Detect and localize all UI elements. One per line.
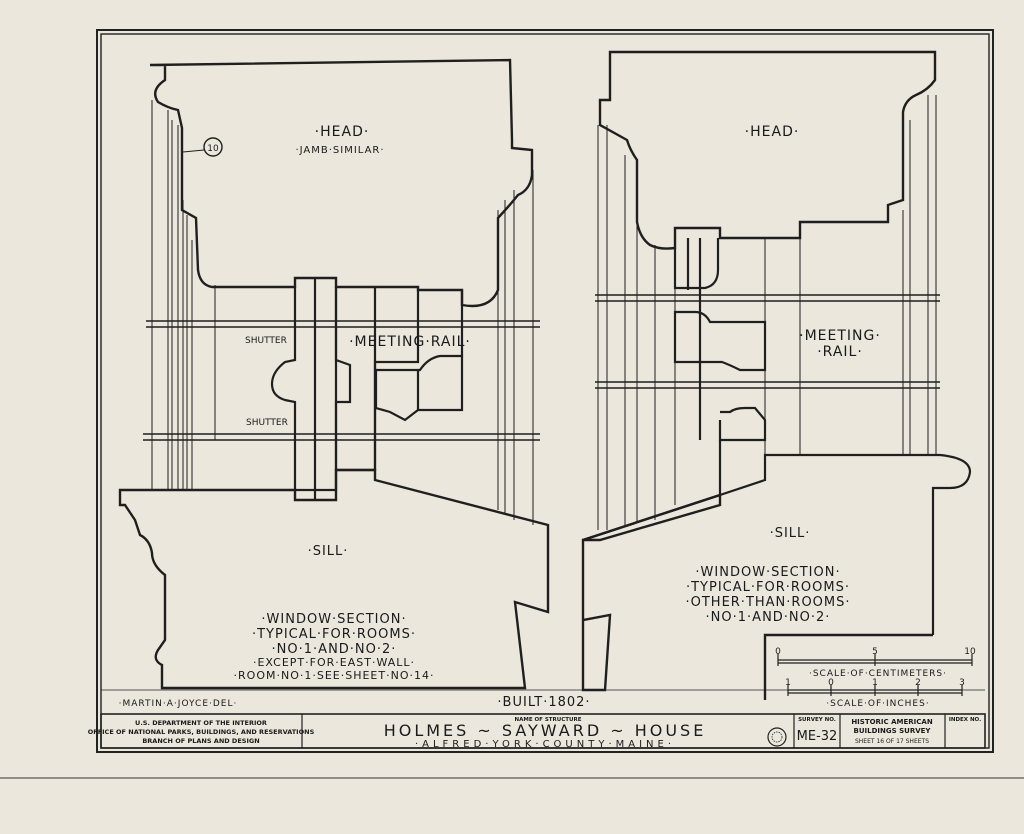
right-head-profile bbox=[598, 50, 937, 250]
left-sill-profile bbox=[118, 468, 550, 690]
agency-line: U.S. DEPARTMENT OF THE INTERIOR bbox=[135, 719, 267, 727]
cm-tick-5: 5 bbox=[872, 647, 878, 657]
detail-callout-circle bbox=[203, 137, 223, 157]
title-block: U.S. DEPARTMENT OF THE INTERIOR OFFICE O… bbox=[88, 713, 986, 750]
scale-bars: 0 5 10 ·SCALE·OF·CENTIMETERS· 1 0 1 2 3 … bbox=[775, 647, 976, 709]
index-no-caption: INDEX NO. bbox=[949, 717, 981, 723]
title-block-frame bbox=[100, 713, 986, 749]
right-sill-profile bbox=[581, 493, 722, 692]
right-note-line: ·WINDOW·SECTION· bbox=[695, 565, 840, 580]
structure-name-caption: NAME OF STRUCTURE bbox=[514, 717, 581, 723]
left-window-section bbox=[118, 58, 550, 690]
left-head-label: ·HEAD· bbox=[315, 124, 370, 140]
right-rail-bars bbox=[595, 294, 940, 389]
right-sash-profile bbox=[673, 238, 972, 635]
survey-number: ME-32 bbox=[797, 729, 838, 744]
agency-line: OFFICE OF NATIONAL PARKS, BUILDINGS, AND… bbox=[88, 728, 315, 736]
right-rail-label: ·RAIL· bbox=[817, 344, 863, 360]
shutter-label-top: SHUTTER bbox=[245, 336, 287, 346]
left-head-profile bbox=[149, 58, 534, 308]
left-note-line: ·ROOM·NO·1·SEE·SHEET·NO·14· bbox=[234, 669, 435, 682]
cm-scale-label: ·SCALE·OF·CENTIMETERS· bbox=[809, 669, 947, 679]
inch-tick: 1 bbox=[872, 678, 878, 688]
inch-tick: 3 bbox=[959, 678, 965, 688]
inch-tick: 1 bbox=[785, 678, 791, 688]
right-section-note: ·WINDOW·SECTION· ·TYPICAL·FOR·ROOMS· ·OT… bbox=[685, 565, 850, 625]
agency-line: BRANCH OF PLANS AND DESIGN bbox=[142, 737, 259, 745]
left-note-line: ·NO·1·AND·NO·2· bbox=[272, 642, 397, 657]
right-sill-label: ·SILL· bbox=[770, 526, 811, 541]
left-head-sublabel: ·JAMB·SIMILAR· bbox=[295, 145, 384, 156]
right-sill-lower bbox=[763, 633, 933, 700]
structure-name: HOLMES ~ SAYWARD ~ HOUSE bbox=[384, 721, 707, 740]
delineator-credit: ·MARTIN·A·JOYCE·DEL· bbox=[119, 699, 238, 709]
structure-location: ·ALFRED·YORK·COUNTY·MAINE· bbox=[415, 739, 675, 750]
left-note-line: ·EXCEPT·FOR·EAST·WALL· bbox=[253, 656, 415, 669]
inch-tick: 0 bbox=[828, 678, 834, 688]
habs-line: HISTORIC AMERICAN bbox=[851, 718, 933, 726]
left-sill-label: ·SILL· bbox=[308, 544, 349, 559]
outer-border bbox=[96, 29, 994, 753]
cm-tick-10: 10 bbox=[964, 647, 976, 657]
left-section-note: ·WINDOW·SECTION· ·TYPICAL·FOR·ROOMS· ·NO… bbox=[234, 612, 435, 682]
right-sill-outline bbox=[582, 493, 721, 542]
shutter-label-bottom: SHUTTER bbox=[246, 418, 288, 428]
inch-tick: 2 bbox=[915, 678, 921, 688]
left-note-line: ·TYPICAL·FOR·ROOMS· bbox=[252, 627, 416, 642]
left-meeting-rail-label: ·MEETING·RAIL· bbox=[349, 334, 471, 350]
inner-border bbox=[100, 33, 990, 749]
survey-seal-icon bbox=[767, 727, 787, 747]
habs-line: BUILDINGS SURVEY bbox=[854, 727, 932, 735]
right-note-line: ·NO·1·AND·NO·2· bbox=[706, 610, 831, 625]
cm-scale-bar bbox=[777, 654, 973, 666]
left-rail-bars bbox=[143, 320, 540, 441]
sheet-count: SHEET 16 OF 17 SHEETS bbox=[855, 738, 929, 745]
right-note-line: ·OTHER·THAN·ROOMS· bbox=[685, 595, 850, 610]
survey-no-caption: SURVEY NO. bbox=[798, 717, 836, 723]
title-block-dividers bbox=[301, 714, 946, 748]
right-head-label: ·HEAD· bbox=[745, 124, 800, 140]
cm-tick-0: 0 bbox=[775, 647, 781, 657]
detail-number: 10 bbox=[207, 144, 219, 154]
left-jamb-lines bbox=[151, 100, 534, 525]
right-window-section bbox=[581, 50, 972, 700]
left-sash-profile bbox=[270, 278, 464, 500]
built-date: ·BUILT·1802· bbox=[497, 695, 590, 710]
right-jamb-lines bbox=[597, 95, 937, 530]
left-note-line: ·WINDOW·SECTION· bbox=[261, 612, 406, 627]
right-meeting-label: ·MEETING· bbox=[799, 328, 881, 344]
right-note-line: ·TYPICAL·FOR·ROOMS· bbox=[686, 580, 850, 595]
inch-scale-label: ·SCALE·OF·INCHES· bbox=[826, 699, 929, 709]
